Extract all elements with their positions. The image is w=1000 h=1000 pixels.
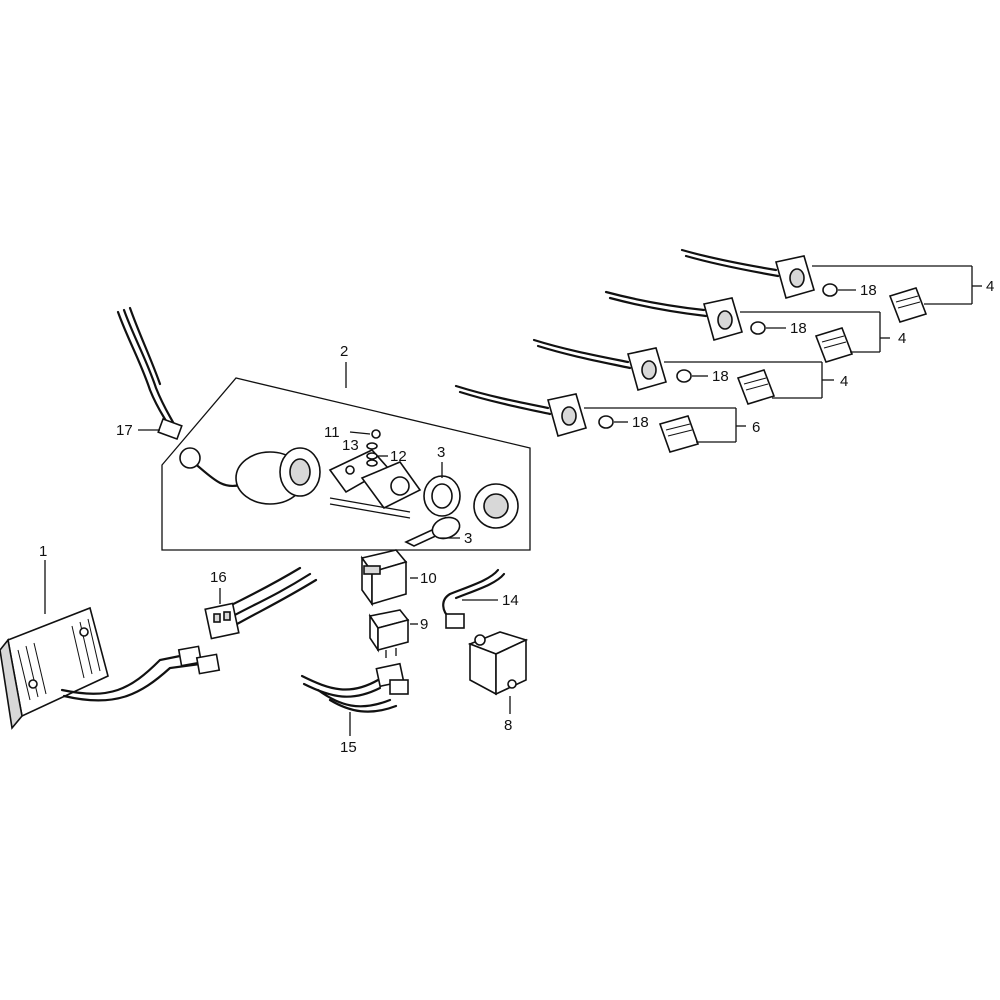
part-4-switch-row2[interactable] [604,290,854,363]
callout-15: 15 [340,739,357,756]
part-17-sub-harness[interactable] [116,306,183,441]
part-1-regulator-rectifier[interactable] [0,606,221,730]
part-18-bulb-row4[interactable] [598,415,614,429]
callout-12: 12 [390,448,407,465]
callout-8: 8 [504,717,512,734]
part-9-relay[interactable] [368,609,410,658]
part-3-key[interactable] [404,514,463,547]
part-18-bulb-row2[interactable] [750,321,766,335]
callout-4-row3: 4 [840,373,848,390]
part-18-bulb-row3[interactable] [676,369,692,383]
part-18-bulb-row1[interactable] [822,283,838,297]
callout-14: 14 [502,592,519,609]
callout-1: 1 [39,543,47,560]
callout-9: 9 [420,616,428,633]
callout-10: 10 [420,570,437,587]
callout-4-row2: 4 [898,330,906,347]
callout-6-row4: 6 [752,419,760,436]
callout-17: 17 [116,422,133,439]
callout-3-bottom: 3 [464,530,472,547]
callout-13: 13 [342,437,359,454]
callout-2: 2 [340,343,348,360]
callout-4-row1: 4 [986,278,994,295]
callout-3-top: 3 [437,444,445,461]
part-8-control-unit[interactable] [467,631,529,696]
callout-18-row4: 18 [632,414,649,431]
part-4-switch-row3[interactable] [532,338,776,405]
callout-11: 11 [324,424,340,441]
part-13-washer[interactable] [366,442,378,450]
part-11-screw[interactable] [371,429,381,439]
callout-18-row3: 18 [712,368,729,385]
part-14-sub-harness[interactable] [442,568,506,629]
part-15-harness[interactable] [300,662,409,713]
part-6-switch-row4[interactable] [454,384,700,453]
part-10-relay[interactable] [360,549,408,607]
callout-18-row1: 18 [860,282,877,299]
part-12-spring-washer[interactable] [366,452,378,467]
callout-18-row2: 18 [790,320,807,337]
part-16-connector[interactable] [204,566,318,640]
callout-16: 16 [210,569,227,586]
part-2-ignition-switch-assembly[interactable] [161,377,531,551]
part-4-switch-row1[interactable] [680,248,928,323]
